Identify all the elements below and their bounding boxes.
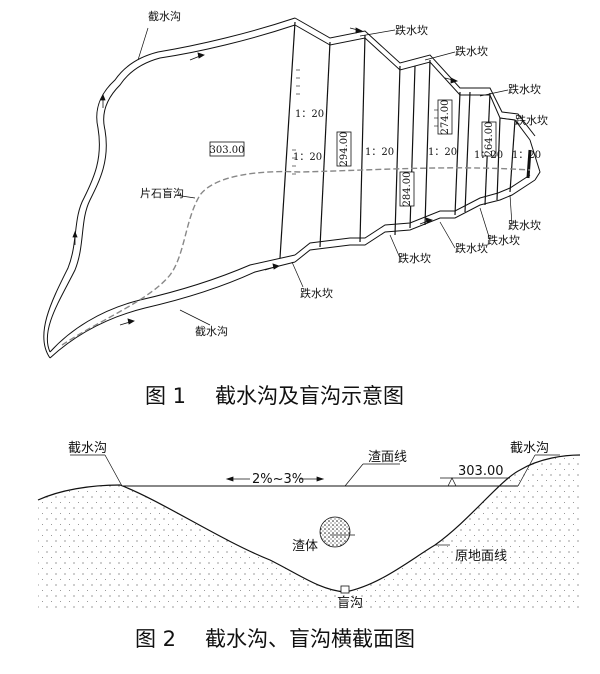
slope-label-5: 1：20 xyxy=(474,150,503,161)
label-intercept-right: 截水沟 xyxy=(510,441,549,456)
section-leaders xyxy=(70,454,560,546)
slope-label-2: 1：20 xyxy=(293,152,322,163)
elevation-274: 274.00 xyxy=(437,100,453,135)
elevation-294: 294.00 xyxy=(336,132,352,167)
label-intercept-left: 截水沟 xyxy=(68,441,107,456)
label-slag-surface: 渣面线 xyxy=(368,450,407,465)
drop-label-7: 跌水坎 xyxy=(455,241,488,255)
drop-label-3: 跌水坎 xyxy=(508,82,541,96)
figure-2-caption-number: 图 2 xyxy=(135,627,176,651)
terrain-fill xyxy=(38,455,580,610)
drop-label-4: 跌水坎 xyxy=(515,113,548,127)
drop-label-1: 跌水坎 xyxy=(395,23,428,37)
label-intercept-top: 截水沟 xyxy=(148,9,181,23)
intercepting-ditch-boundary xyxy=(43,17,541,359)
flow-arrows xyxy=(72,27,459,326)
slope-arrow xyxy=(225,476,325,482)
elevation-264: 264.00 xyxy=(481,122,497,157)
svg-text:284.00: 284.00 xyxy=(402,172,413,207)
figure-1-caption-number: 图 1 xyxy=(145,384,186,408)
slope-ticks xyxy=(292,69,438,175)
label-elevation-303: 303.00 xyxy=(458,464,504,479)
blind-ditch-box xyxy=(340,585,350,594)
label-blind-ditch-plan: 片石盲沟 xyxy=(140,186,184,200)
svg-text:303.00: 303.00 xyxy=(210,145,245,156)
drop-label-5: 跌水坎 xyxy=(300,286,333,300)
elevation-284: 284.00 xyxy=(399,172,415,207)
label-blind-ditch-section: 盲沟 xyxy=(337,595,363,611)
elevation-303: 303.00 xyxy=(210,141,245,157)
label-intercept-bottom: 截水沟 xyxy=(195,324,228,338)
figure-2-caption-text: 截水沟、盲沟横截面图 xyxy=(205,627,415,651)
figure-2-cross-section: 2%~3% 截水沟 截水沟 渣面线 303.00 渣体 原地面线 盲沟 图 2 … xyxy=(37,441,581,651)
label-slope: 2%~3% xyxy=(252,472,304,487)
blind-ditch-path xyxy=(61,167,531,346)
slope-label-4: 1：20 xyxy=(428,147,457,158)
drop-label-2: 跌水坎 xyxy=(455,44,488,58)
drop-label-8: 跌水坎 xyxy=(487,233,520,247)
label-slag-body: 渣体 xyxy=(292,539,318,554)
svg-text:274.00: 274.00 xyxy=(440,100,451,135)
slope-label-6: 1：20 xyxy=(512,150,541,161)
drop-label-9: 跌水坎 xyxy=(508,218,541,232)
slope-label-1: 1：20 xyxy=(295,109,324,120)
slag-body xyxy=(319,516,351,548)
drop-label-6: 跌水坎 xyxy=(398,251,431,265)
figure-1-plan-view: 303.00 294.00 284.00 274.00 264.00 1：20 … xyxy=(43,9,548,408)
slope-label-3: 1：20 xyxy=(365,147,394,158)
leader-lines xyxy=(137,27,516,326)
label-original-ground: 原地面线 xyxy=(455,549,507,564)
svg-text:294.00: 294.00 xyxy=(339,132,350,167)
svg-text:264.00: 264.00 xyxy=(484,122,495,157)
figure-1-caption-text: 截水沟及盲沟示意图 xyxy=(215,384,404,408)
